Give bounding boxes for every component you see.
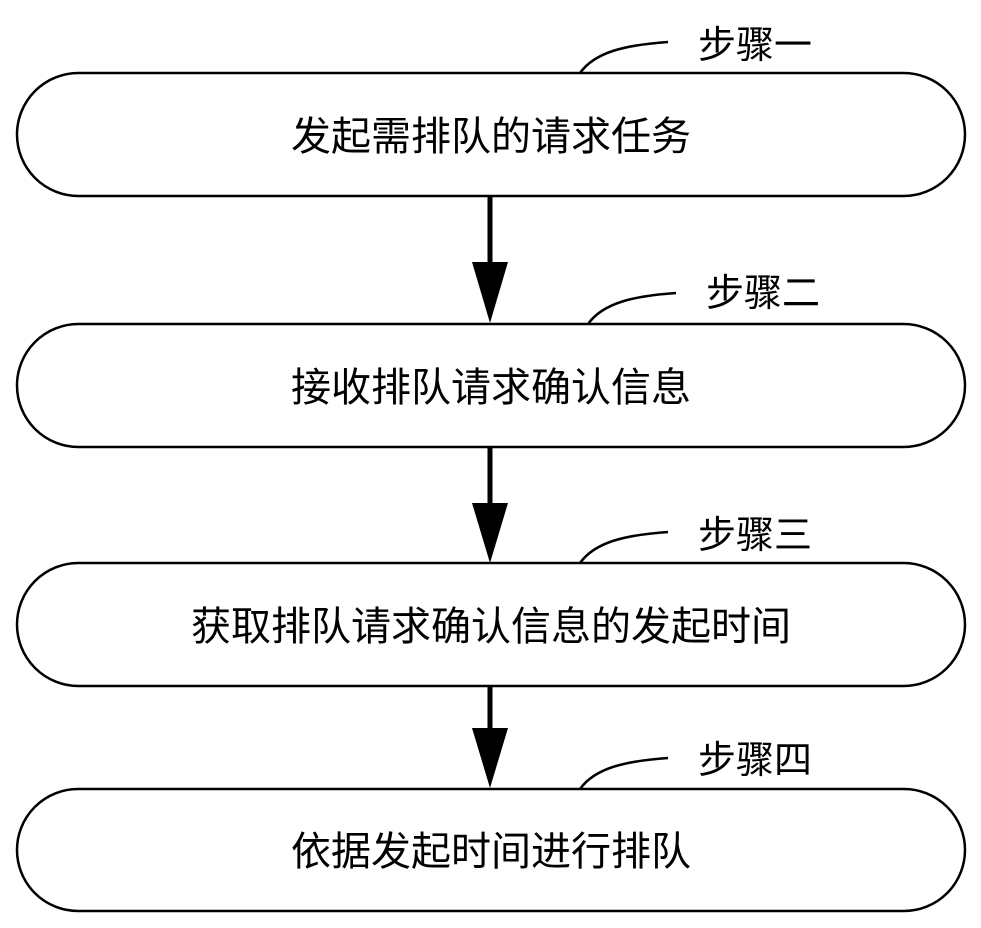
step-2-text: 接收排队请求确认信息 xyxy=(291,365,691,411)
arrow-2 xyxy=(472,447,508,563)
step-2-tag-leader xyxy=(586,291,677,325)
step-1: 步骤一 发起需排队的请求任务 xyxy=(15,23,967,198)
arrow-3-head xyxy=(472,728,508,788)
step-3-text: 获取排队请求确认信息的发起时间 xyxy=(191,604,791,650)
arrow-1 xyxy=(472,196,508,323)
step-1-tag: 步骤一 xyxy=(698,23,812,67)
step-4-text: 依据发起时间进行排队 xyxy=(291,829,691,875)
arrow-3 xyxy=(472,686,508,788)
step-2: 步骤二 接收排队请求确认信息 xyxy=(15,271,967,449)
step-4-tag-leader xyxy=(578,756,669,790)
step-3-tag-leader xyxy=(578,530,669,564)
step-2-tag: 步骤二 xyxy=(706,271,820,315)
arrow-2-head xyxy=(472,503,508,563)
step-3: 步骤三 获取排队请求确认信息的发起时间 xyxy=(15,513,967,688)
step-4: 步骤四 依据发起时间进行排队 xyxy=(15,738,967,913)
arrow-1-head xyxy=(472,262,508,323)
step-4-box xyxy=(15,787,967,913)
step-4-tag: 步骤四 xyxy=(698,738,812,782)
step-3-tag: 步骤三 xyxy=(698,513,812,557)
step-1-tag-leader xyxy=(578,40,669,74)
step-1-text: 发起需排队的请求任务 xyxy=(291,114,691,160)
